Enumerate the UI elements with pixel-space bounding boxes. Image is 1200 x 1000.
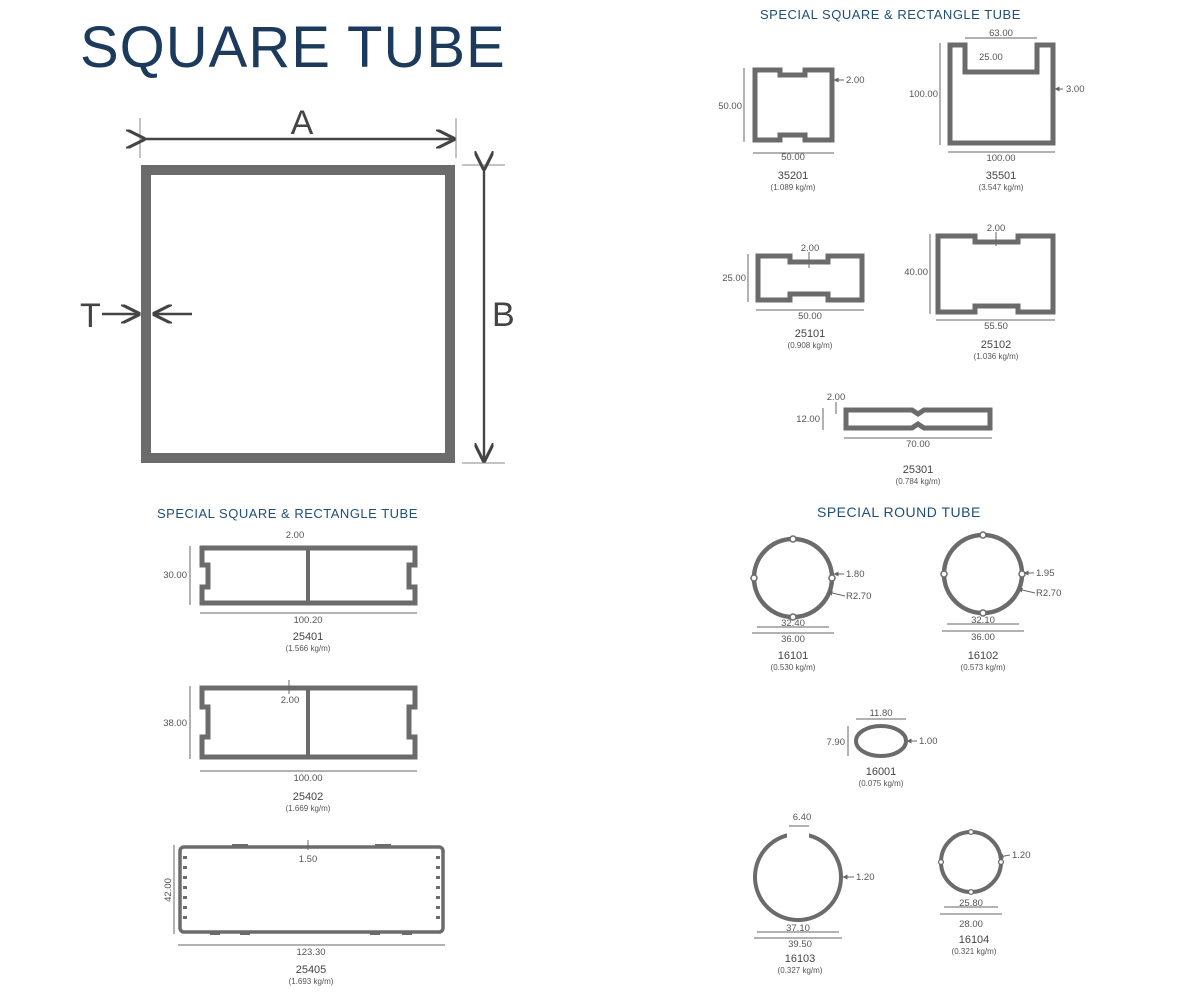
svg-text:(0.075 kg/m): (0.075 kg/m): [859, 779, 904, 788]
svg-text:39.50: 39.50: [788, 939, 812, 950]
svg-text:(0.530 kg/m): (0.530 kg/m): [771, 663, 816, 672]
svg-text:50.00: 50.00: [798, 311, 822, 322]
svg-text:1.20: 1.20: [856, 872, 875, 883]
svg-text:55.50: 55.50: [984, 321, 1008, 332]
svg-text:37.10: 37.10: [786, 923, 810, 934]
page-title: SQUARE TUBE: [80, 15, 506, 80]
svg-text:1.00: 1.00: [919, 736, 938, 747]
svg-text:16101: 16101: [778, 650, 809, 662]
svg-text:(0.327 kg/m): (0.327 kg/m): [778, 966, 823, 975]
section-title-special-rect-top: SPECIAL SQUARE & RECTANGLE TUBE: [760, 7, 1021, 22]
profile-35201: 50.00 50.00 2.00 35201 (1.089 kg/m): [718, 67, 865, 192]
svg-text:42.00: 42.00: [163, 878, 174, 902]
svg-text:3.00: 3.00: [1066, 84, 1085, 95]
svg-text:(1.693 kg/m): (1.693 kg/m): [289, 977, 334, 986]
svg-text:32.40: 32.40: [781, 618, 805, 629]
svg-text:(0.908 kg/m): (0.908 kg/m): [788, 341, 833, 350]
profile-25402: 2.00 38.00 100.00 25402 (1.669 kg/m): [163, 680, 418, 813]
svg-text:25301: 25301: [903, 464, 934, 476]
dimension-t-label: T: [80, 297, 101, 335]
svg-text:2.00: 2.00: [987, 223, 1006, 234]
svg-text:25.00: 25.00: [722, 273, 746, 284]
svg-text:25.80: 25.80: [959, 898, 983, 909]
section-title-special-round: SPECIAL ROUND TUBE: [817, 504, 981, 520]
profile-weight: (1.089 kg/m): [771, 183, 816, 192]
svg-text:123.30: 123.30: [296, 947, 325, 958]
svg-text:1.80: 1.80: [846, 569, 865, 580]
svg-text:100.00: 100.00: [986, 153, 1015, 164]
profile-16001: 11.80 7.90 1.00 16001 (0.075 kg/m): [827, 708, 938, 788]
svg-text:(0.321 kg/m): (0.321 kg/m): [952, 947, 997, 956]
svg-text:12.00: 12.00: [796, 414, 820, 425]
svg-text:25401: 25401: [293, 631, 324, 643]
svg-text:25402: 25402: [293, 791, 324, 803]
svg-text:40.00: 40.00: [904, 267, 928, 278]
svg-text:16102: 16102: [968, 650, 999, 662]
profile-25301: 2.00 12.00 70.00 25301 (0.784 kg/m): [796, 392, 993, 486]
svg-text:1.50: 1.50: [299, 854, 318, 865]
svg-text:36.00: 36.00: [781, 634, 805, 645]
svg-text:2.00: 2.00: [827, 392, 846, 403]
svg-text:(1.036 kg/m): (1.036 kg/m): [974, 352, 1019, 361]
svg-text:2.00: 2.00: [281, 695, 300, 706]
profile-16103: 6.40 1.20 37.10 39.50 16103 (0.327 kg/m): [753, 812, 875, 975]
profile-25101: 2.00 25.00 50.00 25101 (0.908 kg/m): [722, 243, 865, 350]
square-tube-profile: [141, 165, 455, 463]
svg-text:25405: 25405: [296, 964, 327, 976]
profile-35501: 63.00 25.00 100.00 100.00 3.00 35501 (3.…: [909, 28, 1085, 192]
svg-text:36.00: 36.00: [971, 632, 995, 643]
profile-16104: 1.20 25.80 28.00 16104 (0.321 kg/m): [937, 828, 1031, 956]
svg-text:11.80: 11.80: [869, 708, 892, 719]
svg-text:2.00: 2.00: [286, 530, 305, 541]
svg-text:6.40: 6.40: [793, 812, 812, 823]
profile-16101: 1.80 R2.70 32.40 36.00 16101 (0.530 kg/m…: [750, 535, 871, 672]
profile-code: 35201: [778, 170, 809, 182]
svg-text:50.00: 50.00: [781, 152, 805, 163]
svg-text:2.00: 2.00: [801, 243, 820, 254]
svg-text:(1.566 kg/m): (1.566 kg/m): [286, 644, 331, 653]
svg-text:25102: 25102: [981, 339, 1012, 351]
svg-text:1.20: 1.20: [1012, 850, 1031, 861]
svg-text:35501: 35501: [986, 170, 1017, 182]
svg-text:25101: 25101: [795, 328, 826, 340]
section-title-special-rect-left: SPECIAL SQUARE & RECTANGLE TUBE: [157, 506, 418, 521]
svg-text:100.20: 100.20: [293, 615, 322, 626]
svg-text:R2.70: R2.70: [846, 591, 871, 602]
profile-25401: 2.00 30.00 100.20 25401 (1.566 kg/m): [163, 530, 418, 653]
svg-text:28.00: 28.00: [959, 919, 983, 930]
profile-25102: 2.00 40.00 55.50 25102 (1.036 kg/m): [904, 223, 1056, 361]
svg-text:16103: 16103: [785, 953, 816, 965]
svg-text:100.00: 100.00: [293, 773, 322, 784]
svg-text:63.00: 63.00: [989, 28, 1013, 39]
svg-text:70.00: 70.00: [906, 439, 930, 450]
svg-text:25.00: 25.00: [979, 52, 1003, 63]
svg-text:100.00: 100.00: [909, 89, 938, 100]
svg-text:7.90: 7.90: [827, 737, 846, 748]
main-square-tube-diagram: A B T: [80, 104, 515, 464]
svg-text:16104: 16104: [959, 934, 990, 946]
svg-text:50.00: 50.00: [718, 101, 742, 112]
svg-text:38.00: 38.00: [163, 718, 187, 729]
dimension-a-label: A: [291, 104, 314, 142]
svg-text:2.00: 2.00: [846, 75, 865, 86]
svg-text:(1.669 kg/m): (1.669 kg/m): [286, 804, 331, 813]
dimension-b-label: B: [492, 296, 515, 334]
profile-25405: 1.50 42.00 123.30 25405 (1.693 kg/m): [163, 840, 445, 986]
svg-text:R2.70: R2.70: [1036, 588, 1061, 599]
svg-text:30.00: 30.00: [163, 570, 187, 581]
svg-text:(0.573 kg/m): (0.573 kg/m): [961, 663, 1006, 672]
svg-text:1.95: 1.95: [1036, 568, 1055, 579]
svg-text:32.10: 32.10: [971, 615, 995, 626]
svg-text:(0.784 kg/m): (0.784 kg/m): [896, 477, 941, 486]
svg-text:16001: 16001: [866, 766, 897, 778]
profile-16102: 1.95 R2.70 32.10 36.00 16102 (0.573 kg/m…: [940, 531, 1061, 672]
svg-text:(3.547 kg/m): (3.547 kg/m): [979, 183, 1024, 192]
